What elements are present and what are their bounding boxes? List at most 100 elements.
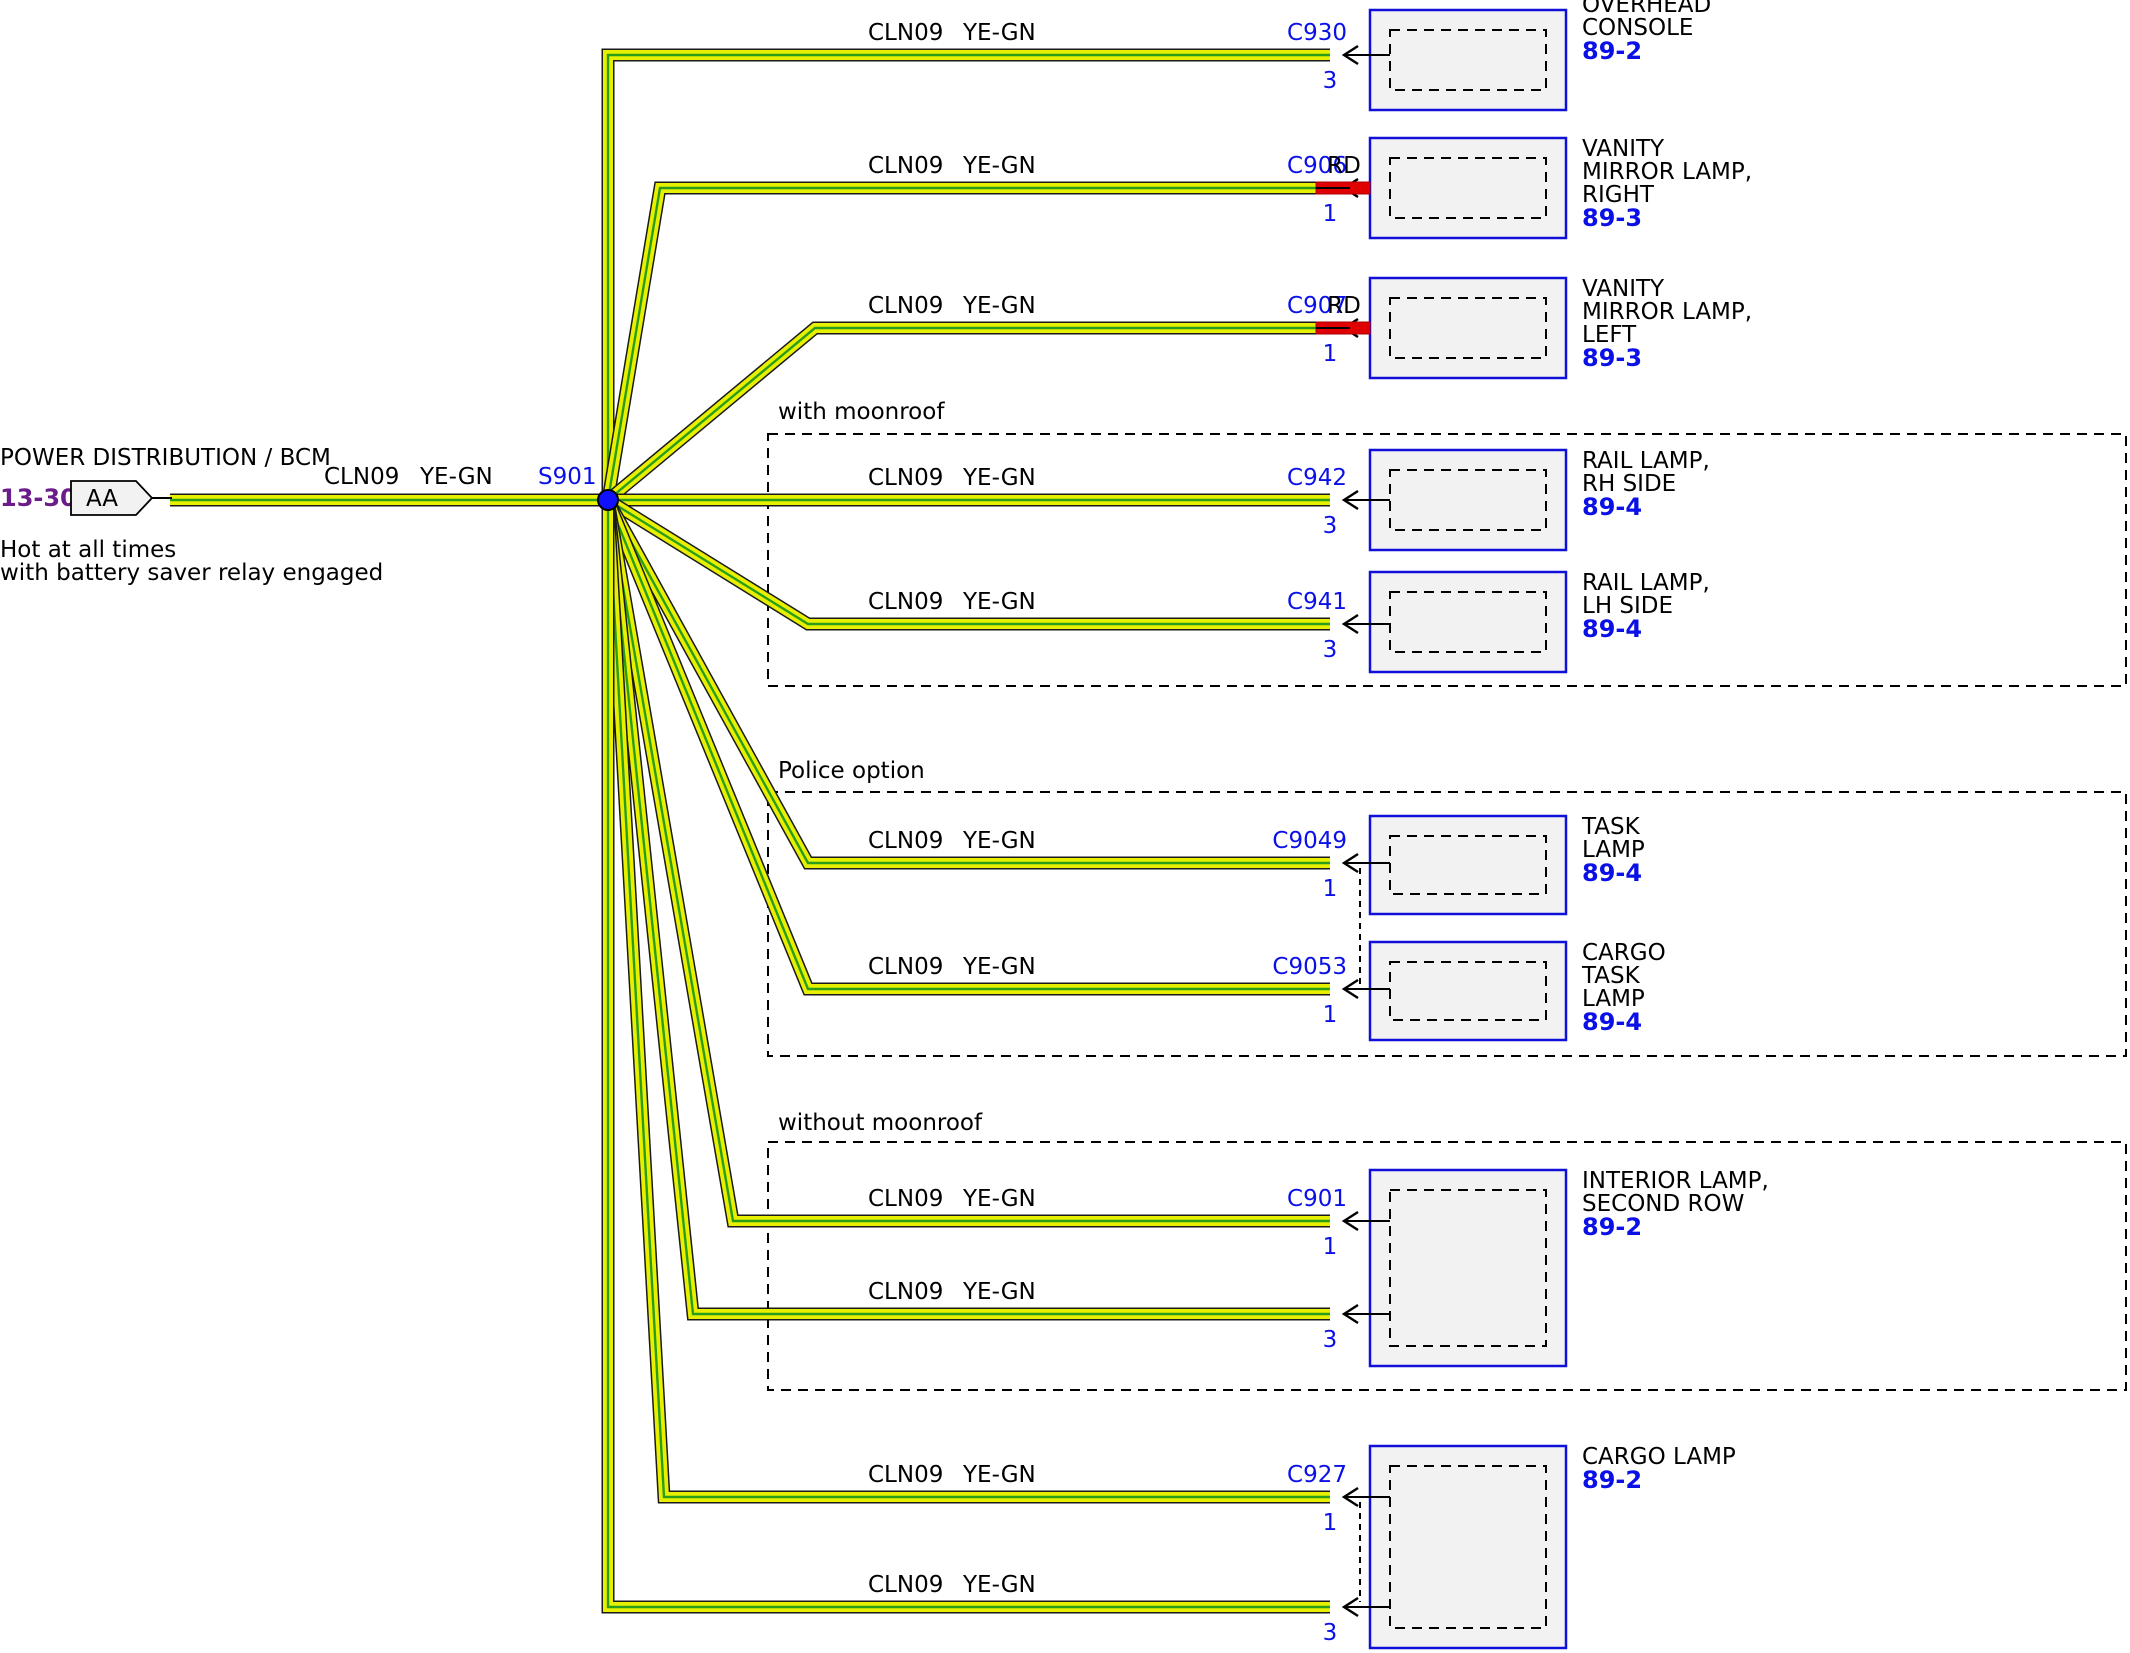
branch-circuit-label: CLN09 xyxy=(868,293,943,319)
connector-label-c941: C941 xyxy=(1287,589,1347,615)
component-page-ref: 89-2 xyxy=(1582,1466,1642,1494)
component-inner-outline xyxy=(1389,591,1547,653)
component-name-line: RAIL LAMP, xyxy=(1582,448,1710,474)
component-name-line: TASK xyxy=(1581,963,1641,989)
component-page-ref: 89-4 xyxy=(1582,1008,1642,1036)
connector-label-c927: C927 xyxy=(1287,1462,1347,1488)
component-page-ref: 89-4 xyxy=(1582,615,1642,643)
component-name-line: RH SIDE xyxy=(1582,471,1676,497)
component-inner-outline xyxy=(1389,1465,1547,1629)
component-name-line: CARGO xyxy=(1582,940,1666,966)
branch-circuit-label: CLN09 xyxy=(868,1186,943,1212)
component-page-ref: 89-2 xyxy=(1582,37,1642,65)
wire-branch-7 xyxy=(606,499,1330,1223)
branch-circuit-label: CLN09 xyxy=(868,465,943,491)
component-name-line: INTERIOR LAMP, xyxy=(1582,1168,1769,1194)
pin-arrow xyxy=(1341,1210,1359,1232)
component-box xyxy=(1368,940,1568,1042)
pin-label: 3 xyxy=(1323,1327,1338,1353)
component-box xyxy=(1368,136,1568,240)
wire-branch-1 xyxy=(606,186,1330,501)
branch-wire-color-label: YE-GN xyxy=(962,1462,1036,1488)
pin-label: 1 xyxy=(1323,1234,1338,1260)
branch-wire-color-label: YE-GN xyxy=(962,954,1036,980)
wire-branch-8 xyxy=(606,499,1330,1316)
source-connector-shape xyxy=(70,480,154,516)
branch-wire-color-label: YE-GN xyxy=(962,589,1036,615)
pin-label: 3 xyxy=(1323,513,1338,539)
component-box xyxy=(1368,276,1568,380)
component-page-ref: 89-4 xyxy=(1582,859,1642,887)
pin-label: 1 xyxy=(1323,341,1338,367)
source-note-line1: Hot at all times xyxy=(0,537,176,563)
pin-label: 1 xyxy=(1323,1002,1338,1028)
component-name-line: LAMP xyxy=(1582,986,1645,1012)
component-name-line: VANITY xyxy=(1582,136,1665,162)
pin-label: 3 xyxy=(1323,1620,1338,1646)
component-name-line: OVERHEAD xyxy=(1582,0,1711,18)
pin-arrow xyxy=(1341,1303,1359,1325)
component-name-line: CONSOLE xyxy=(1582,15,1693,41)
pin-label: 1 xyxy=(1323,201,1338,227)
component-inner-outline xyxy=(1389,1189,1547,1347)
component-page-ref: 89-3 xyxy=(1582,344,1642,372)
connector-label-c930: C930 xyxy=(1287,20,1347,46)
component-name-line: MIRROR LAMP, xyxy=(1582,159,1752,185)
wire-branch-2 xyxy=(607,326,1330,501)
branch-wire-color-label: YE-GN xyxy=(962,1572,1036,1598)
component-box xyxy=(1368,448,1568,552)
branch-circuit-label: CLN09 xyxy=(868,1279,943,1305)
pin-arrow xyxy=(1341,613,1359,635)
branch-circuit-label: CLN09 xyxy=(868,20,943,46)
component-name-line: MIRROR LAMP, xyxy=(1582,299,1752,325)
pin-arrow xyxy=(1341,44,1359,66)
component-inner-outline xyxy=(1389,29,1547,91)
pin-label: 1 xyxy=(1323,876,1338,902)
source-connector-label: AA xyxy=(86,486,118,512)
component-name-line: LH SIDE xyxy=(1582,593,1673,619)
source-note-line2: with battery saver relay engaged xyxy=(0,560,383,586)
component-inner-outline xyxy=(1389,297,1547,359)
component-name-line: CARGO LAMP xyxy=(1582,1444,1736,1470)
connector-label-c942: C942 xyxy=(1287,465,1347,491)
source-wire-color: YE-GN xyxy=(419,464,493,490)
source-title: POWER DISTRIBUTION / BCM xyxy=(0,445,331,471)
component-box xyxy=(1368,570,1568,674)
component-name-line: VANITY xyxy=(1582,276,1665,302)
option-group-label-police: Police option xyxy=(778,758,925,784)
lead-color-label: RD xyxy=(1327,153,1361,179)
component-box xyxy=(1368,1168,1568,1368)
option-group-label-no_moonroof: without moonroof xyxy=(778,1110,983,1136)
branch-wire-color-label: YE-GN xyxy=(962,828,1036,854)
branch-wire-color-label: YE-GN xyxy=(962,20,1036,46)
component-page-ref: 89-3 xyxy=(1582,204,1642,232)
branch-wire-color-label: YE-GN xyxy=(962,153,1036,179)
component-page-ref: 89-2 xyxy=(1582,1213,1642,1241)
branch-wire-color-label: YE-GN xyxy=(962,293,1036,319)
branch-circuit-label: CLN09 xyxy=(868,1572,943,1598)
lead-color-label: RD xyxy=(1327,293,1361,319)
wire-branch-4 xyxy=(607,498,1330,626)
pin-label: 3 xyxy=(1323,637,1338,663)
option-group-box-moonroof xyxy=(767,433,2127,687)
option-group-box-no_moonroof xyxy=(767,1141,2127,1391)
component-inner-outline xyxy=(1389,835,1547,895)
option-group-box-police xyxy=(767,791,2127,1057)
source-circuit: CLN09 xyxy=(324,464,399,490)
connector-label-c906: C906 xyxy=(1287,153,1347,179)
connector-label-c9053: C9053 xyxy=(1272,954,1347,980)
component-box xyxy=(1368,814,1568,916)
connector-label-c901: C901 xyxy=(1287,1186,1347,1212)
pin-arrow xyxy=(1341,1486,1359,1508)
connector-label-c907: C907 xyxy=(1287,293,1347,319)
component-box xyxy=(1368,1444,1568,1650)
option-group-label-moonroof: with moonroof xyxy=(778,399,945,425)
component-name-line: RIGHT xyxy=(1582,182,1655,208)
wire-branch-10 xyxy=(606,500,1330,1609)
component-name-line: TASK xyxy=(1581,814,1641,840)
wire-branch-5 xyxy=(606,499,1330,865)
pin-arrow xyxy=(1341,489,1359,511)
branch-circuit-label: CLN09 xyxy=(868,153,943,179)
